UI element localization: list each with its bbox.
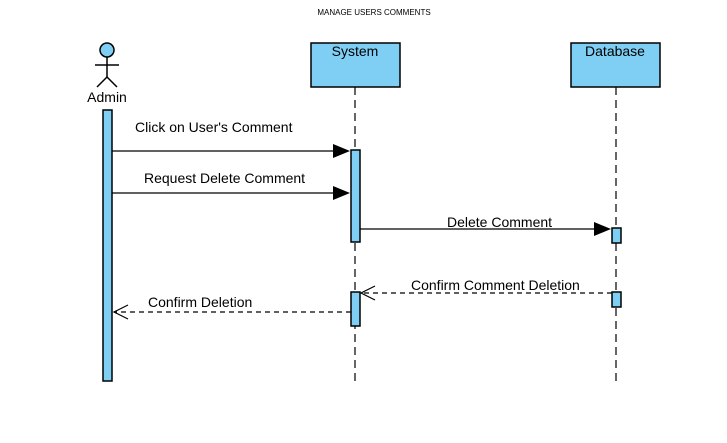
arrowhead-filled [333, 186, 350, 200]
database-activation-bar-2 [611, 291, 622, 308]
admin-actor: Admin [87, 42, 127, 105]
arrowhead-open [359, 285, 376, 301]
message-label: Click on User's Comment [135, 119, 293, 135]
message-label: Confirm Deletion [148, 294, 252, 310]
system-participant: System [310, 42, 401, 88]
system-activation-bar-2 [350, 291, 361, 327]
actor-left-leg [96, 76, 108, 88]
message-label: Request Delete Comment [144, 170, 305, 186]
database-label: Database [585, 43, 645, 59]
message-confirm-comment-deletion: Confirm Comment Deletion [359, 277, 612, 301]
admin-activation-bar [102, 109, 113, 382]
actor-head [99, 42, 115, 58]
arrowhead-filled [594, 222, 611, 236]
message-delete-comment: Delete Comment [360, 214, 611, 236]
diagram-title: MANAGE USERS COMMENTS [317, 8, 430, 17]
actor-label: Admin [87, 89, 127, 105]
database-box [570, 42, 661, 88]
system-label: System [332, 43, 379, 59]
message-request-delete-comment: Request Delete Comment [112, 170, 350, 200]
message-label: Confirm Comment Deletion [411, 277, 580, 293]
system-activation-bar-1 [350, 149, 361, 243]
message-click-on-users-comment: Click on User's Comment [112, 119, 350, 158]
system-box [310, 42, 401, 88]
database-participant: Database [570, 42, 661, 88]
arrowhead-filled [333, 144, 350, 158]
arrowhead-open [112, 304, 129, 320]
message-label: Delete Comment [447, 214, 552, 230]
actor-right-leg [106, 76, 118, 88]
message-confirm-deletion: Confirm Deletion [112, 294, 351, 320]
database-activation-bar-1 [611, 227, 622, 244]
